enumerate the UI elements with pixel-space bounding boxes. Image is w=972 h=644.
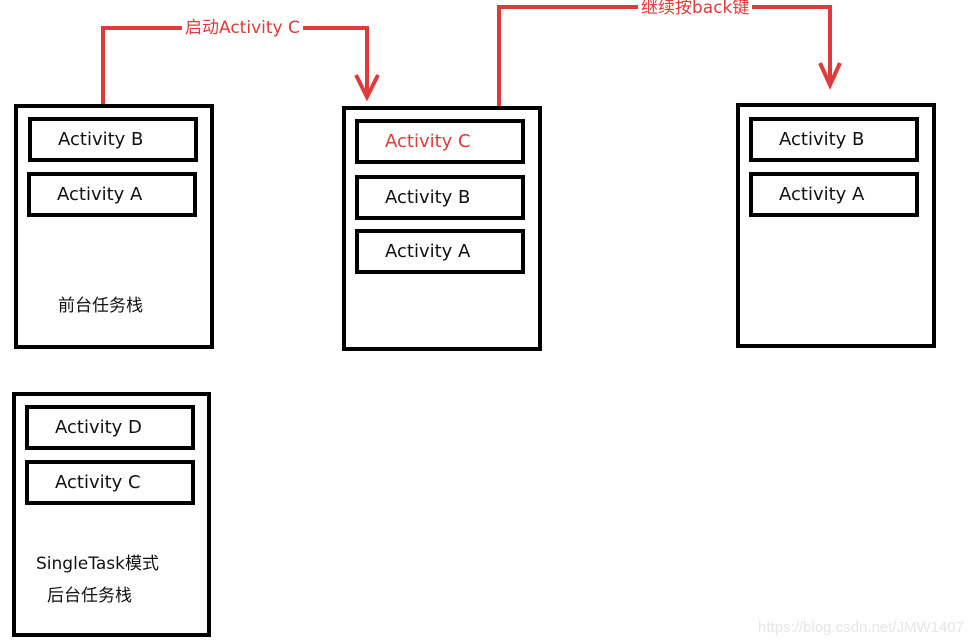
stack-item: Activity B [355,175,525,220]
stack-item: Activity A [27,172,197,217]
watermark: https://blog.csdn.net/JMW1407 [758,619,964,636]
arrow-label-back: 继续按back键 [638,0,753,18]
background-stack [12,392,211,637]
stack-item: Activity D [25,405,195,450]
arrow-back-key [497,5,842,106]
stack-item: Activity A [749,172,919,217]
stack-caption-mode: SingleTask模式 [36,554,159,574]
stack-item: Activity A [355,229,525,274]
foreground-stack-after-back [736,103,936,348]
stack-caption: 前台任务栈 [58,296,143,316]
foreground-stack-after-launch [342,106,542,351]
arrow-launch-c [101,26,380,104]
foreground-stack-before [14,104,214,349]
stack-item: Activity B [28,117,198,162]
stack-item: Activity B [749,117,919,162]
stack-item-highlighted: Activity C [355,119,525,164]
stack-caption: 后台任务栈 [47,586,132,606]
arrow-label-launch: 启动Activity C [182,18,303,38]
stack-item: Activity C [25,460,195,505]
